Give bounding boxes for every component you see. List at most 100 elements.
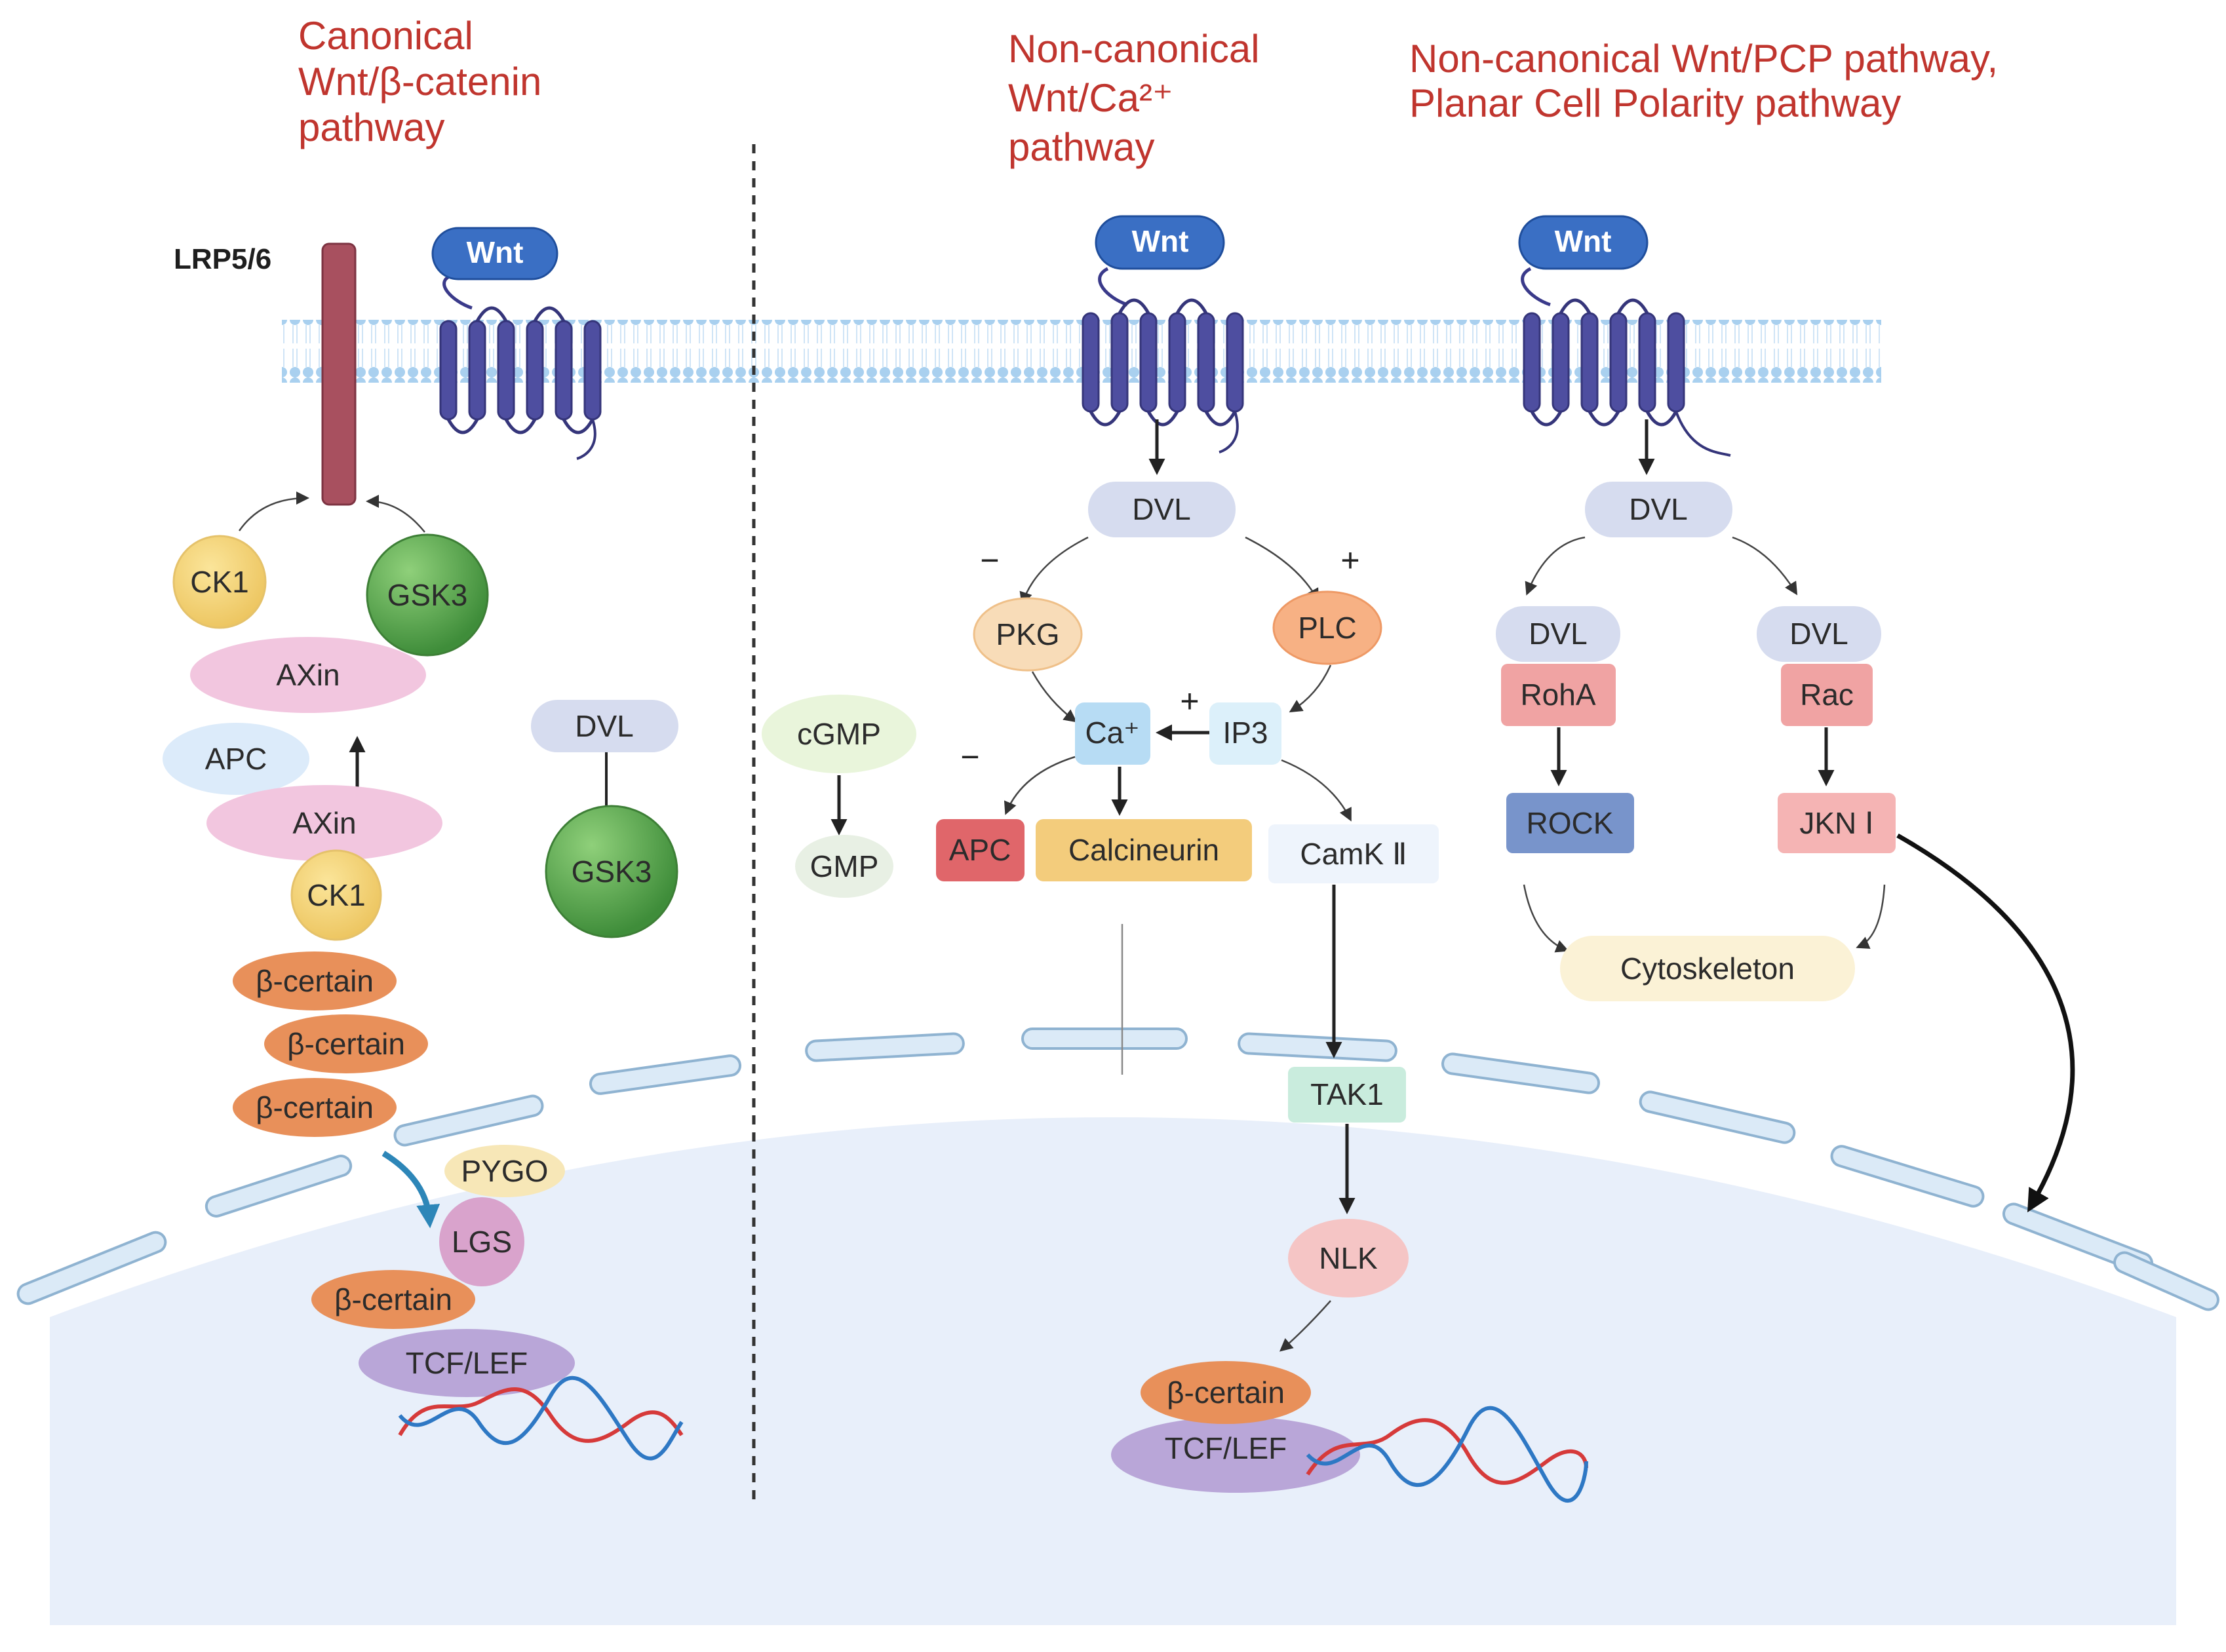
svg-text:β-certain: β-certain: [334, 1282, 452, 1316]
dvl-pcp: DVL: [1585, 482, 1732, 537]
cytoskeleton: Cytoskeleton: [1560, 936, 1855, 1001]
svg-text:Calcineurin: Calcineurin: [1068, 833, 1219, 867]
svg-text:ROCK: ROCK: [1527, 806, 1614, 840]
svg-text:CK1: CK1: [307, 878, 365, 912]
dvl-pcp-left: DVL: [1496, 606, 1620, 662]
title-canonical-line2: Wnt/β-catenin: [298, 60, 541, 104]
svg-text:JKN Ⅰ: JKN Ⅰ: [1799, 806, 1873, 840]
title-pcp-line1: Non-canonical Wnt/PCP pathway,: [1409, 37, 1998, 81]
wnt-pcp: Wnt: [1518, 215, 1649, 270]
title-pcp-line2: Planar Cell Polarity pathway: [1409, 81, 1901, 125]
dvl-pcp-right: DVL: [1757, 606, 1881, 662]
svg-text:APC: APC: [949, 833, 1011, 867]
roha: RohA: [1501, 664, 1616, 726]
title-calcium-line2: Wnt/Ca²⁺: [1008, 76, 1173, 120]
svg-text:Cytoskeleton: Cytoskeleton: [1620, 951, 1795, 986]
sign-minus-apc: −: [960, 739, 979, 775]
svg-text:DVL: DVL: [1529, 617, 1587, 651]
calcineurin: Calcineurin: [1036, 819, 1252, 881]
jkn-i: JKN Ⅰ: [1778, 793, 1896, 853]
svg-text:Wnt: Wnt: [1555, 224, 1612, 258]
title-canonical-line3: pathway: [298, 106, 444, 149]
svg-text:TCF/LEF: TCF/LEF: [1165, 1431, 1287, 1465]
pkg: PKG: [973, 597, 1083, 672]
plc: PLC: [1272, 590, 1382, 665]
tak1: TAK1: [1288, 1067, 1406, 1123]
svg-text:Rac: Rac: [1800, 678, 1854, 712]
calcium-ion: Ca⁺: [1075, 702, 1150, 765]
beta-catenin-2: β-certain: [264, 1014, 428, 1073]
wnt-receptor-canonical: [439, 273, 602, 460]
svg-text:AXin: AXin: [276, 658, 340, 692]
svg-text:β-certain: β-certain: [287, 1027, 405, 1061]
dna-calcium: [1306, 1406, 1588, 1503]
svg-text:β-certain: β-certain: [256, 964, 374, 998]
svg-text:DVL: DVL: [1132, 492, 1190, 526]
svg-text:APC: APC: [205, 742, 267, 776]
title-canonical: Canonical Wnt/β-catenin pathway: [298, 14, 541, 149]
axin-top: AXin: [190, 637, 426, 713]
cgmp: cGMP: [762, 695, 916, 773]
svg-text:GMP: GMP: [810, 849, 879, 883]
beta-catenin-nucleus-calcium: β-certain: [1141, 1361, 1311, 1424]
svg-text:PKG: PKG: [996, 617, 1059, 651]
svg-text:TAK1: TAK1: [1310, 1077, 1384, 1111]
svg-text:β-certain: β-certain: [1167, 1375, 1285, 1410]
svg-text:GSK3: GSK3: [572, 855, 652, 889]
nucleus: [50, 1117, 2176, 1625]
rac: Rac: [1781, 664, 1873, 726]
beta-catenin-3: β-certain: [233, 1078, 397, 1137]
beta-catenin-nucleus-canonical: β-certain: [311, 1270, 475, 1329]
apc-canonical: APC: [163, 723, 309, 795]
lrp-receptor: [321, 242, 357, 506]
title-calcium-line1: Non-canonical: [1008, 27, 1260, 71]
ip3: IP3: [1209, 702, 1281, 765]
nuclear-envelope: [16, 1028, 2219, 1311]
rock: ROCK: [1506, 793, 1634, 853]
svg-text:Ca⁺: Ca⁺: [1085, 716, 1139, 750]
camk-ii: CamK Ⅱ: [1268, 824, 1439, 883]
svg-text:CK1: CK1: [190, 565, 248, 599]
svg-text:IP3: IP3: [1222, 716, 1268, 750]
svg-text:Wnt: Wnt: [1132, 224, 1189, 258]
title-calcium: Non-canonical Wnt/Ca²⁺ pathway: [1008, 27, 1260, 169]
lrp-label: LRP5/6: [174, 243, 271, 275]
svg-text:β-certain: β-certain: [256, 1090, 374, 1124]
title-pcp: Non-canonical Wnt/PCP pathway, Planar Ce…: [1409, 37, 1998, 125]
svg-text:TCF/LEF: TCF/LEF: [406, 1346, 528, 1380]
wnt-calcium: Wnt: [1095, 215, 1225, 270]
title-calcium-line3: pathway: [1008, 125, 1154, 169]
svg-text:DVL: DVL: [1789, 617, 1848, 651]
gsk3-canonical: GSK3: [545, 805, 678, 938]
wnt-canonical: Wnt: [431, 227, 558, 280]
pygo: PYGO: [444, 1145, 565, 1197]
dvl-calcium: DVL: [1088, 482, 1236, 537]
svg-text:Wnt: Wnt: [467, 235, 524, 269]
svg-text:PYGO: PYGO: [461, 1154, 549, 1188]
title-canonical-line1: Canonical: [298, 14, 473, 58]
sign-plus-plc: +: [1340, 542, 1359, 579]
dvl-canonical: DVL: [531, 700, 678, 752]
svg-text:CamK Ⅱ: CamK Ⅱ: [1300, 837, 1407, 871]
axin-bottom: AXin: [206, 785, 442, 861]
svg-text:GSK3: GSK3: [387, 578, 468, 612]
svg-text:AXin: AXin: [292, 806, 356, 840]
tcf-lef-canonical: TCF/LEF: [359, 1329, 575, 1397]
nlk: NLK: [1288, 1219, 1409, 1297]
svg-text:NLK: NLK: [1319, 1241, 1378, 1275]
beta-catenin-1: β-certain: [233, 951, 397, 1010]
sign-minus-pkg: −: [980, 542, 999, 579]
tcf-lef-calcium: TCF/LEF: [1111, 1417, 1360, 1493]
sign-plus-ca: +: [1180, 683, 1199, 720]
ck1-top: CK1: [172, 535, 267, 629]
wnt-receptor-calcium: [1082, 267, 1244, 453]
svg-text:cGMP: cGMP: [797, 717, 881, 751]
ck1-bottom: CK1: [290, 849, 382, 941]
svg-text:LGS: LGS: [452, 1225, 512, 1259]
svg-text:DVL: DVL: [1629, 492, 1687, 526]
lgs: LGS: [439, 1197, 524, 1286]
wnt-receptor-pcp: [1521, 267, 1731, 457]
svg-text:DVL: DVL: [575, 709, 633, 743]
dna-canonical: [398, 1375, 684, 1461]
